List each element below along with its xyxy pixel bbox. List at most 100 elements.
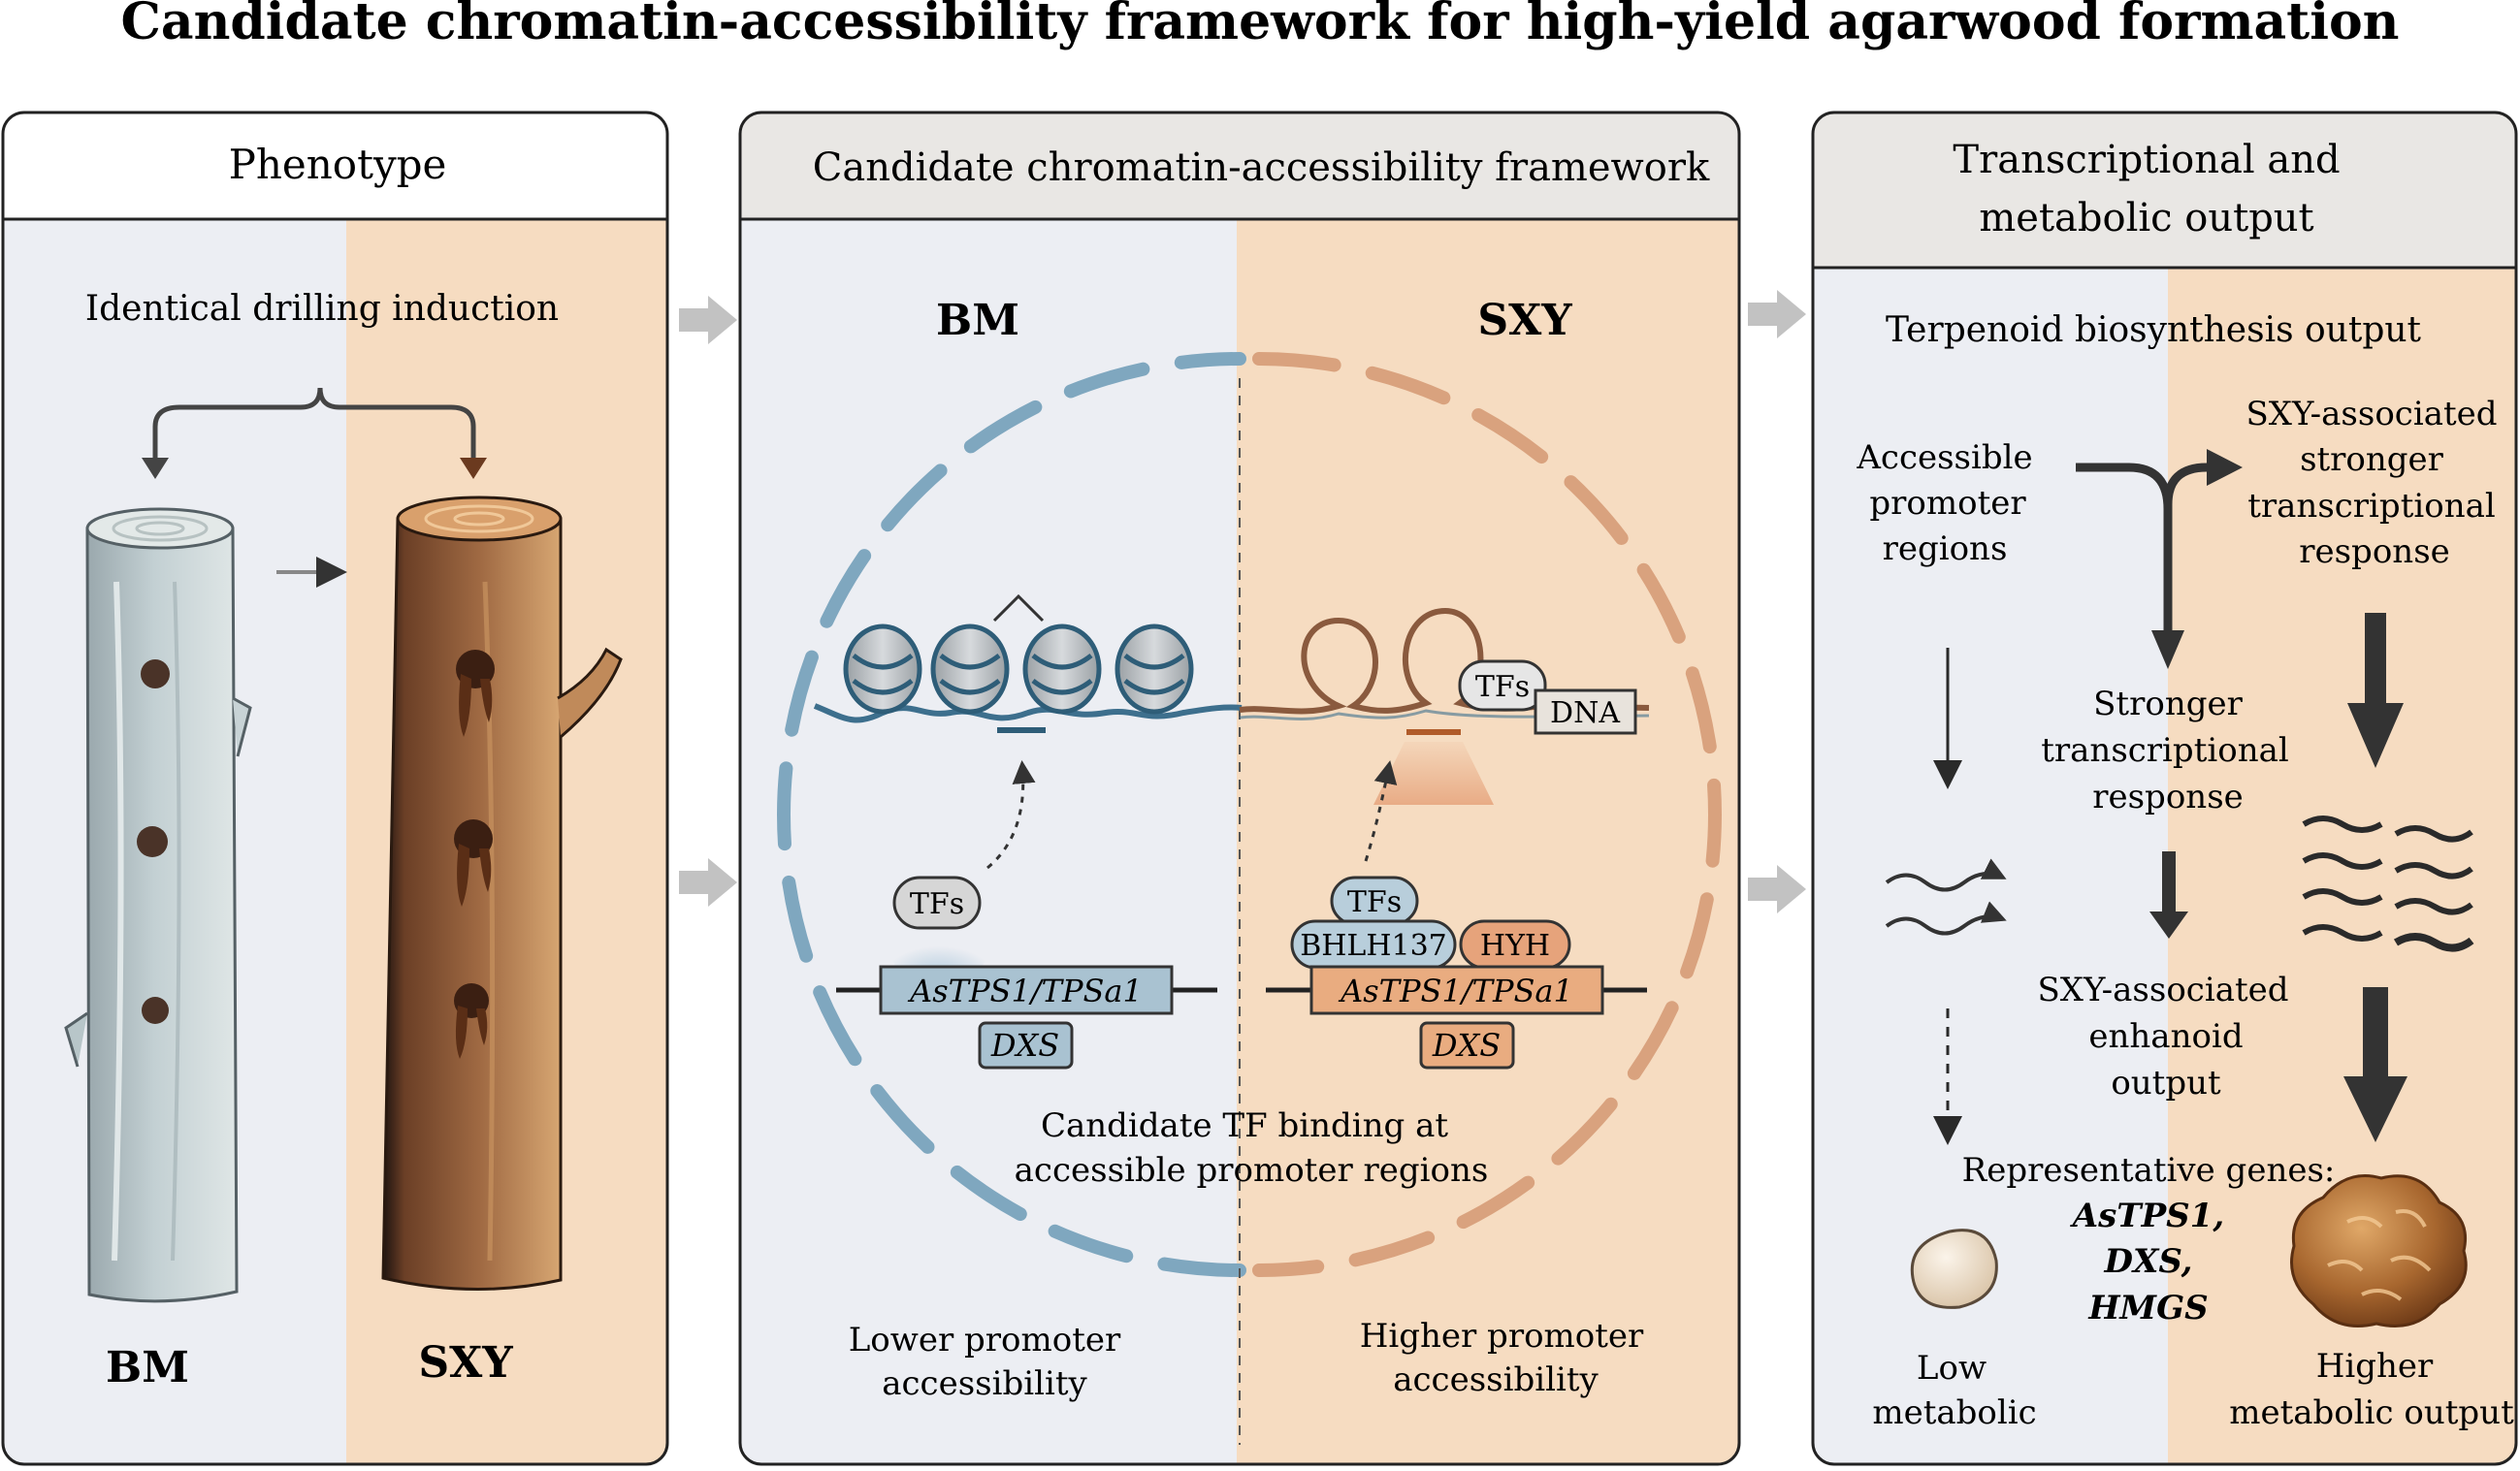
low-metabolic-line2: metabolic <box>1872 1393 2036 1432</box>
panel2-bm-label: BM <box>936 296 1019 345</box>
bm-tfs-label: TFs <box>910 887 964 921</box>
tfs-bound-bubble <box>1458 659 1547 712</box>
bm-dxs-label: DXS <box>990 1027 1059 1064</box>
bm-gene-box <box>879 965 1174 1015</box>
sxy-accessibility-glow <box>1373 742 1494 805</box>
gene-hmgs: HMGS <box>2087 1289 2208 1327</box>
panel1-header: Phenotype <box>229 141 447 188</box>
dna-label-box <box>1534 688 1637 735</box>
bm-gene-label: AsTPS1/TPSa1 <box>907 973 1143 1009</box>
figure-title: Candidate chromatin-accessibility framew… <box>121 0 2400 51</box>
panel2-bm-background <box>740 219 1237 1464</box>
bm-drill-hole <box>137 826 168 857</box>
sxy-dxs-box <box>1419 1021 1515 1070</box>
connector-arrow-bottom-1 <box>679 858 737 907</box>
connector-arrow-bottom-2 <box>1748 865 1806 913</box>
tfs-bound-label: TFs <box>1475 670 1530 704</box>
high-metabolic-line1: Higher <box>2316 1347 2434 1386</box>
stronger-line3: response <box>2092 778 2244 816</box>
brace-arrowhead-bm <box>142 458 169 479</box>
sxy-gene-box <box>1309 965 1604 1015</box>
bm-trunk-label: BM <box>106 1343 189 1392</box>
closed-chromatin <box>813 593 1243 733</box>
nucleosome <box>1022 624 1102 715</box>
sxy-bold-arrow <box>2347 613 2404 768</box>
connector-arrow-top-2 <box>1748 290 1806 338</box>
connector-arrow-top-1 <box>679 296 737 344</box>
rep-genes-label: Representative genes: <box>1962 1151 2336 1190</box>
enhanoid-line1: SXY-associated <box>2037 971 2288 1009</box>
open-chromatin: TFs DNA <box>1239 607 1650 805</box>
panel2-sxy-background <box>1237 219 1739 1464</box>
higher-accessibility-line2: accessibility <box>1393 1360 1599 1399</box>
sxy-resin-drip <box>456 650 495 737</box>
sxy-resin-drip <box>454 983 489 1059</box>
sxy-response-line2: stronger <box>2300 440 2444 479</box>
nucleosome <box>843 624 922 715</box>
enhanoid-line2: enhanoid <box>2088 1017 2243 1056</box>
bm-drill-hole <box>142 997 169 1024</box>
enhanoid-line3: output <box>2111 1064 2221 1103</box>
sxy-big-arrow <box>2343 987 2407 1142</box>
binding-caption-line2: accessible promoter regions <box>1015 1151 1489 1190</box>
panel2-sxy-label: SXY <box>1477 296 1572 345</box>
branch-arrowhead-right <box>2207 449 2243 486</box>
sxy-tfs-label: TFs <box>1347 885 1402 919</box>
nucleosome <box>930 624 1010 715</box>
accessible-line3: regions <box>1883 529 2008 568</box>
sxy-dxs-label: DXS <box>1432 1027 1501 1064</box>
low-metabolite-bead <box>1910 1229 1998 1309</box>
nucleus-boundary-sxy <box>1252 352 1722 1277</box>
bhlh137-label: BHLH137 <box>1300 929 1447 963</box>
panel1-header-bg <box>3 112 667 219</box>
closed-gap-caret <box>992 593 1045 623</box>
panel2-border <box>738 111 1741 1466</box>
nucleus-boundary-bm <box>777 352 1246 1277</box>
high-metabolic-line2: metabolic output <box>2229 1393 2514 1432</box>
lower-accessibility-line2: accessibility <box>882 1364 1087 1403</box>
sxy-trunk-label: SXY <box>418 1338 513 1388</box>
sxy-transcripts <box>2302 815 2474 952</box>
binding-caption-line1: Candidate TF binding at <box>1041 1106 1448 1145</box>
accessible-line1: Accessible <box>1856 438 2032 477</box>
bm-dxs-box <box>978 1021 1074 1070</box>
bm-transcripts <box>1885 858 2007 936</box>
sxy-response-line1: SXY-associated <box>2245 395 2497 433</box>
panel3-header-bg <box>1813 112 2516 268</box>
gene-dxs: DXS, <box>2103 1242 2192 1281</box>
higher-accessibility-line1: Higher promoter <box>1360 1317 1644 1356</box>
brace-arrowhead-sxy <box>460 458 487 479</box>
dna-label: DNA <box>1550 696 1620 730</box>
panel-output: Transcriptional and metabolic output Ter… <box>1811 111 2518 1466</box>
gene-astps1: AsTPS1, <box>2070 1197 2224 1235</box>
middle-arrow <box>2149 851 2188 939</box>
stronger-line2: transcriptional <box>2041 731 2289 770</box>
sxy-trunk <box>381 496 623 1291</box>
sxy-resin-drip <box>454 819 493 907</box>
induction-brace <box>152 387 476 464</box>
low-metabolic-line1: Low <box>1917 1349 1987 1388</box>
bm-tf-binding-arrow <box>986 760 1036 870</box>
panel-phenotype: Phenotype Identical drilling induction <box>1 111 669 1466</box>
accessible-line2: promoter <box>1869 484 2026 523</box>
bm-tfs-bubble <box>892 876 982 930</box>
lower-accessibility-line1: Lower promoter <box>849 1321 1121 1359</box>
sxy-response-line3: transcriptional <box>2247 487 2496 526</box>
hyh-label: HYH <box>1480 929 1550 963</box>
stronger-line1: Stronger <box>2093 685 2243 723</box>
high-metabolite-blob <box>2290 1174 2468 1327</box>
sxy-response-line4: response <box>2299 532 2450 571</box>
bm-drill-hole <box>141 659 170 688</box>
terpenoid-subtitle: Terpenoid biosynthesis output <box>1886 310 2422 350</box>
panel2-header: Candidate chromatin-accessibility framew… <box>813 145 1710 190</box>
nucleosome <box>1115 624 1194 715</box>
panel3-header-line1: Transcriptional and <box>1953 138 2340 182</box>
bm-trunk <box>64 507 252 1303</box>
panel-framework: Candidate chromatin-accessibility framew… <box>738 111 1741 1466</box>
panel2-header-bg <box>740 112 1739 219</box>
sxy-gene-label: AsTPS1/TPSa1 <box>1338 973 1573 1009</box>
panel3-header-line2: metabolic output <box>1979 196 2313 240</box>
panel1-border <box>1 111 669 1466</box>
panel3-border <box>1811 111 2518 1466</box>
